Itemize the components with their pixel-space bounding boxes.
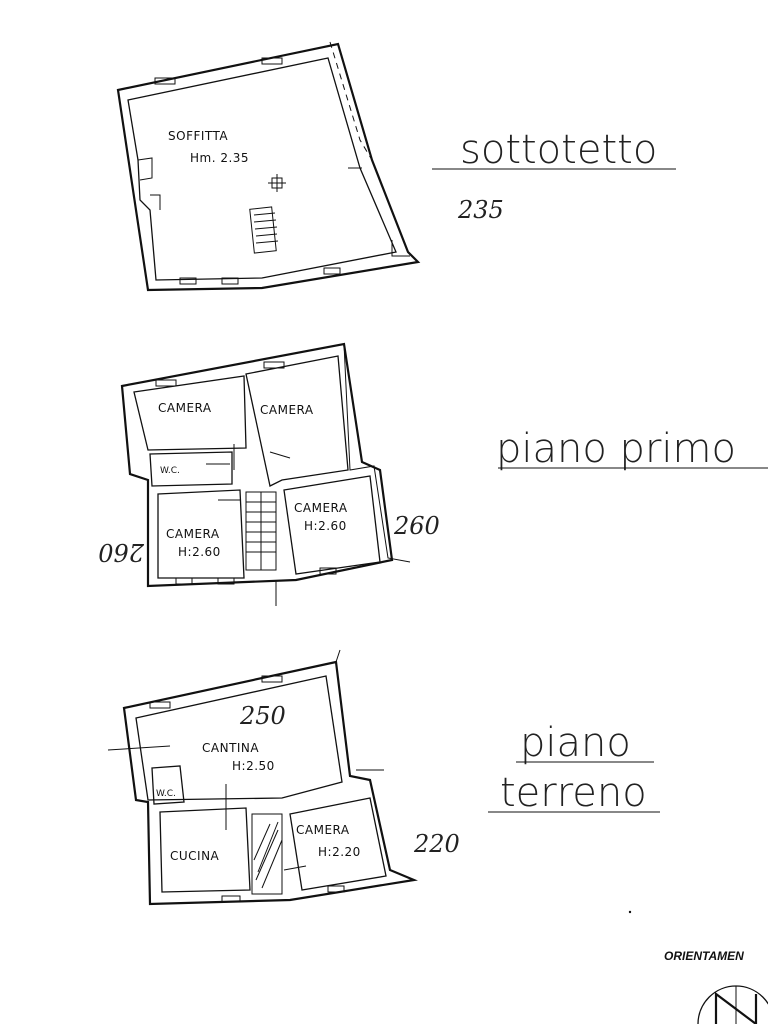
ground-floor-plan: CANTINA H:2.50 W.C. CUCINA CAMERA H:2.20… (107, 649, 660, 906)
first-floor-label: piano primo (496, 426, 736, 472)
ground-floor-label-line2: terreno (500, 770, 647, 816)
gf-window-3 (221, 895, 241, 903)
attic-window-4 (221, 277, 239, 285)
first-floor-stair (245, 491, 277, 571)
first-floor-plan: CAMERA CAMERA W.C. CAMERA H:2.60 CAMERA … (98, 342, 768, 606)
orientation-label: ORIENTAMEN (664, 949, 744, 963)
gf-height-note-top: 250 (239, 702, 286, 730)
gf-room-4-name: CAMERA (296, 823, 350, 837)
ff-room-4-height: H:2.60 (178, 545, 221, 559)
gf-stair (251, 813, 283, 895)
ff-door-3 (269, 451, 291, 459)
ff-room-5-height: H:2.60 (304, 519, 347, 533)
gf-height-note-right: 220 (413, 830, 460, 858)
gf-room-3-name: CUCINA (170, 849, 220, 863)
attic-room-height: Hm. 2.35 (190, 151, 249, 165)
attic-notch-left (137, 157, 153, 181)
ff-room-3-name: W.C. (160, 466, 180, 476)
north-arrow-icon (697, 985, 768, 1024)
attic-notch-left-2 (150, 194, 161, 210)
first-floor-room-camera-3 (157, 489, 245, 579)
attic-plan: SOFFITTA Hm. 2.35 sottotetto 235 (116, 41, 676, 292)
first-floor-room-camera-4 (283, 475, 381, 575)
attic-floor-label: sottotetto (460, 127, 657, 173)
attic-window-3 (179, 277, 197, 285)
gf-window-1 (149, 701, 171, 709)
first-floor-room-camera-2 (245, 355, 349, 487)
first-floor-room-camera-1 (133, 375, 247, 451)
first-floor-room-wc (149, 451, 233, 487)
first-floor-side-wall (343, 343, 411, 563)
gf-room-wc (151, 765, 185, 805)
ff-window-1 (155, 379, 177, 387)
attic-outer-wall (116, 42, 421, 292)
attic-boundary-dash (329, 41, 373, 161)
orientation-legend: ORIENTAMEN (664, 949, 768, 1024)
attic-chimney-icon (268, 174, 286, 192)
ff-window-2 (263, 361, 285, 369)
attic-height-note: 235 (457, 196, 504, 224)
gf-window-4 (327, 885, 345, 893)
ff-room-2-name: CAMERA (260, 403, 314, 417)
gf-room-cucina (159, 807, 251, 893)
ff-window-4 (217, 577, 235, 585)
stray-dot (628, 910, 632, 914)
ground-floor-outer-wall (122, 660, 418, 906)
attic-corner-mark (391, 240, 410, 257)
gf-door-2 (283, 865, 307, 871)
first-floor-outer-wall (120, 342, 394, 588)
gf-wall-end (335, 649, 341, 663)
ff-window-3 (175, 577, 193, 585)
attic-window-5 (323, 267, 341, 275)
gf-room-1-name: CANTINA (202, 741, 259, 755)
gf-room-2-name: W.C. (156, 789, 176, 799)
attic-stair (249, 206, 279, 254)
attic-window-1 (154, 77, 176, 85)
ff-window-5 (319, 567, 337, 575)
attic-room-name: SOFFITTA (168, 129, 228, 143)
ff-room-1-name: CAMERA (158, 401, 212, 415)
gf-window-2 (261, 675, 283, 683)
gf-room-cantina (135, 675, 343, 801)
ff-room-5-name: CAMERA (294, 501, 348, 515)
ff-height-note-right: 260 (393, 512, 440, 540)
gf-axis-left (107, 745, 171, 751)
gf-room-4-height: H:2.20 (318, 845, 361, 859)
attic-window-2 (261, 57, 283, 65)
gf-room-camera (289, 797, 387, 891)
attic-inner-wall (127, 57, 397, 281)
ground-floor-label-line1: piano (520, 720, 631, 766)
gf-room-1-height: H:2.50 (232, 759, 275, 773)
ff-height-note-left: 260 (98, 538, 145, 566)
ff-room-4-name: CAMERA (166, 527, 220, 541)
